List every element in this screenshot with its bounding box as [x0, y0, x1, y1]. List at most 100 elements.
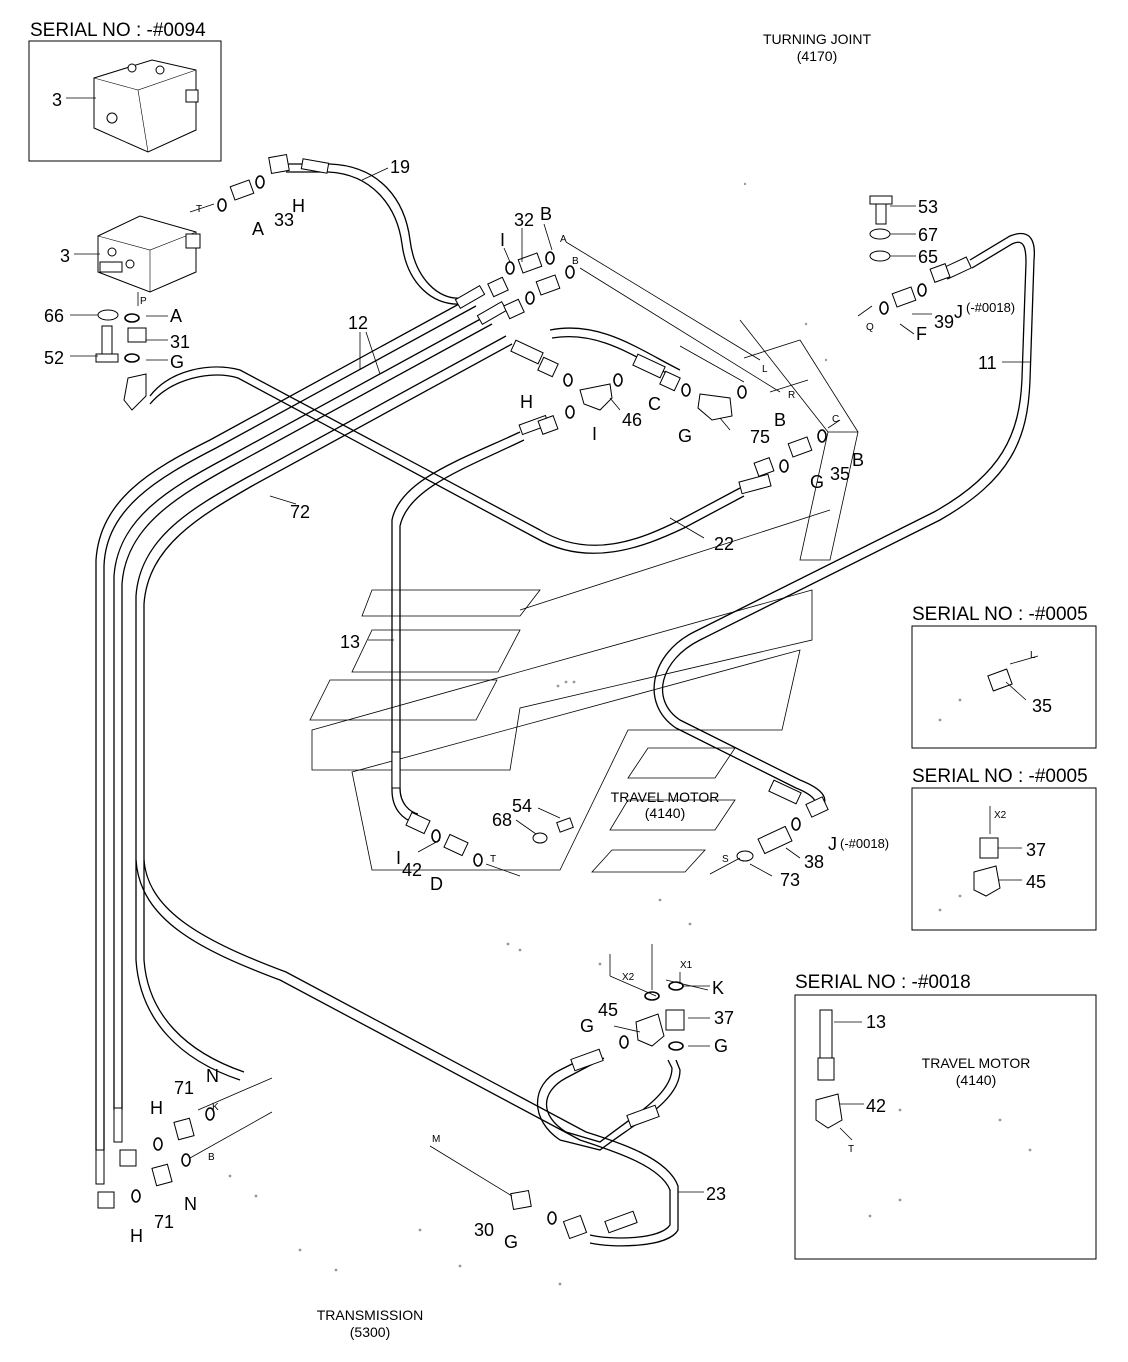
- label-part-31: 31: [170, 332, 190, 352]
- label-conn-J-low: J: [828, 834, 837, 854]
- label-part-53: 53: [918, 197, 938, 217]
- label-part-68: 68: [492, 810, 512, 830]
- port-label-A-top: A: [560, 234, 567, 245]
- label-conn-K: K: [712, 978, 724, 998]
- label-part-75: 75: [750, 427, 770, 447]
- label-conn-N-upper: N: [206, 1066, 219, 1086]
- label-part-45-inset: 45: [1026, 872, 1046, 892]
- inset-frame-serial-0094: [28, 40, 222, 162]
- port-label-X1: X1: [680, 960, 693, 971]
- label-conn-G-lower: G: [580, 1016, 594, 1036]
- label-conn-H-mid: H: [520, 392, 533, 412]
- label-part-3-inset: 3: [52, 90, 62, 110]
- label-conn-H-left: H: [150, 1098, 163, 1118]
- inset-frame-serial-0005-b: [911, 787, 1097, 931]
- label-part-67: 67: [918, 225, 938, 245]
- label-part-39: 39: [934, 312, 954, 332]
- label-conn-B-mid: B: [774, 410, 786, 430]
- label-conn-G-mid: G: [678, 426, 692, 446]
- port-label-K: K: [212, 1102, 219, 1113]
- label-part-13-inset: 13: [866, 1012, 886, 1032]
- serial-title-right-3: SERIAL NO : -#0018: [795, 972, 971, 993]
- label-conn-N-lower: N: [184, 1194, 197, 1214]
- port-label-T-motor: T: [490, 854, 496, 865]
- label-part-37-inset: 37: [1026, 840, 1046, 860]
- caption-transmission-code: (5300): [350, 1324, 390, 1340]
- label-part-71-lower: 71: [154, 1212, 174, 1232]
- hose-sleeve-group: [95, 158, 972, 1234]
- caption-travel-motor-inset: TRAVEL MOTOR: [922, 1055, 1031, 1071]
- caption-travel-motor-inset-code: (4140): [956, 1072, 996, 1088]
- fitting-group: [95, 153, 1013, 1240]
- inset-frame-serial-0018: [794, 994, 1097, 1260]
- label-conn-G-valve: G: [170, 352, 184, 372]
- oring-group: [124, 175, 927, 1225]
- label-part-73: 73: [780, 870, 800, 890]
- hose-group: [95, 163, 1036, 1247]
- label-conn-G-bottom: G: [504, 1232, 518, 1252]
- label-part-33: 33: [274, 210, 294, 230]
- label-part-32: 32: [514, 210, 534, 230]
- leader-lines: [66, 97, 1039, 1197]
- label-part-52: 52: [44, 348, 64, 368]
- port-label-T-valve: T: [196, 204, 202, 215]
- label-conn-G-right: G: [810, 472, 824, 492]
- label-conn-A-top: A: [252, 219, 264, 239]
- port-label-P-valve: P: [140, 296, 147, 307]
- label-part-45: 45: [598, 1000, 618, 1020]
- label-part-22: 22: [714, 534, 734, 554]
- port-label-B-top: B: [572, 256, 579, 267]
- label-conn-H-top: H: [292, 196, 305, 216]
- serial-title-right-2: SERIAL NO : -#0005: [912, 766, 1088, 787]
- label-conn-C: C: [648, 394, 661, 414]
- caption-transmission: TRANSMISSION: [317, 1307, 424, 1323]
- label-conn-J-low-note: (-#0018): [840, 836, 889, 851]
- label-part-35-inset: 35: [1032, 696, 1052, 716]
- label-part-66: 66: [44, 306, 64, 326]
- label-conn-G-lower-right: G: [714, 1036, 728, 1056]
- label-part-3: 3: [60, 246, 70, 266]
- ghost-outline-housing: [309, 319, 859, 873]
- label-part-11: 11: [978, 353, 997, 373]
- label-part-42: 42: [402, 860, 422, 880]
- label-conn-I-low: I: [396, 848, 401, 868]
- caption-travel-motor-code: (4140): [645, 805, 685, 821]
- port-label-T-inset: T: [848, 1144, 854, 1155]
- port-label-X2-inset: X2: [994, 810, 1007, 821]
- label-part-30: 30: [474, 1220, 494, 1240]
- label-conn-J-top-note: (-#0018): [966, 300, 1015, 315]
- label-part-72: 72: [290, 502, 310, 522]
- port-label-S: S: [722, 854, 729, 865]
- caption-turning-joint-code: (4170): [797, 48, 837, 64]
- label-conn-I-top: I: [500, 230, 505, 250]
- label-part-23: 23: [706, 1184, 726, 1204]
- label-part-38: 38: [804, 852, 824, 872]
- label-part-42-inset: 42: [866, 1096, 886, 1116]
- port-label-X2: X2: [622, 972, 635, 983]
- port-label-M: M: [432, 1134, 440, 1145]
- background-specks: [228, 182, 1032, 1286]
- label-conn-H-bottom: H: [130, 1226, 143, 1246]
- label-part-12: 12: [348, 313, 368, 333]
- valve-block-3: [97, 215, 201, 293]
- label-conn-B-top: B: [540, 204, 552, 224]
- port-label-R: R: [788, 390, 795, 401]
- label-part-13: 13: [340, 632, 360, 652]
- port-label-C: C: [832, 414, 839, 425]
- caption-turning-joint: TURNING JOINT: [763, 31, 872, 47]
- caption-travel-motor: TRAVEL MOTOR: [611, 789, 720, 805]
- serial-title-top: SERIAL NO : -#0094: [30, 20, 206, 41]
- label-part-65: 65: [918, 247, 938, 267]
- label-part-54: 54: [512, 796, 532, 816]
- label-conn-I-mid: I: [592, 424, 597, 444]
- label-conn-J-top: J: [954, 302, 963, 322]
- port-label-L: L: [762, 364, 768, 375]
- label-part-46: 46: [622, 410, 642, 430]
- label-conn-F: F: [916, 324, 927, 344]
- port-label-Q: Q: [866, 322, 874, 333]
- label-part-71-upper: 71: [174, 1078, 194, 1098]
- label-conn-D: D: [430, 874, 443, 894]
- label-conn-A-valve: A: [170, 306, 182, 326]
